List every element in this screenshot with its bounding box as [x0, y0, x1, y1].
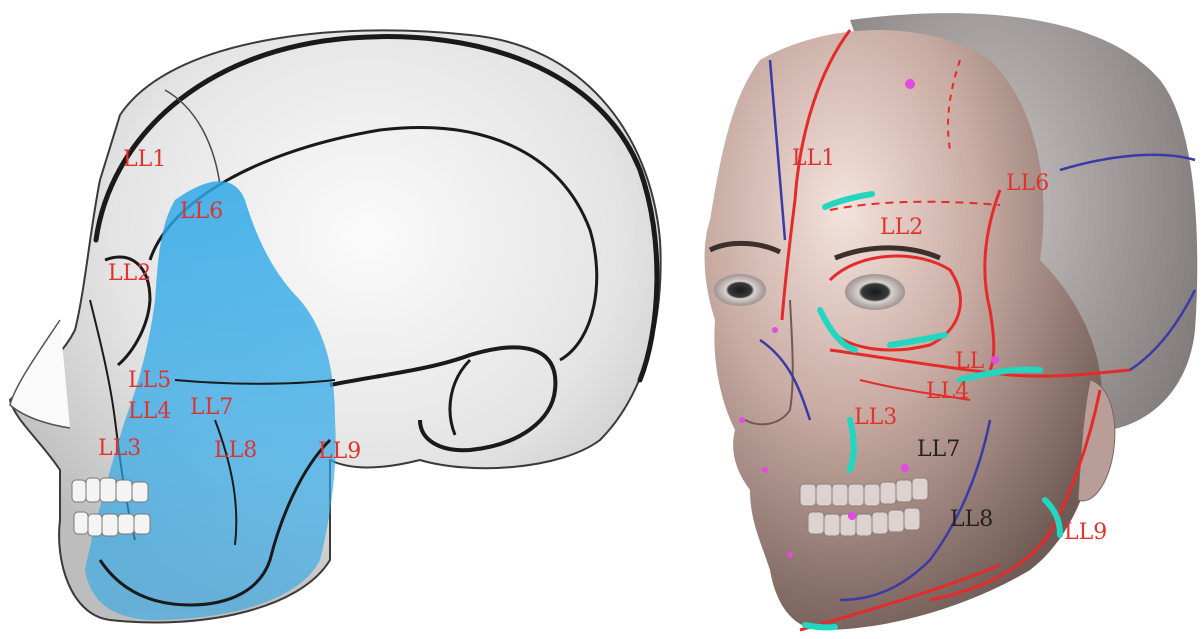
- left-label-ll4: LL4: [128, 399, 171, 424]
- left-label-ll2: LL2: [108, 261, 151, 286]
- right-label-ll9: LL9: [1064, 520, 1107, 545]
- right-label-ll1: LL1: [792, 146, 835, 171]
- right-label-ll4: LL4: [926, 379, 969, 404]
- right-eye-right: [845, 274, 905, 310]
- right-label-ll2: LL2: [880, 215, 923, 240]
- left-label-ll8: LL8: [214, 438, 257, 463]
- right-label-ll8: LL8: [950, 507, 993, 532]
- left-label-ll7: LL7: [190, 395, 233, 420]
- left-label-ll6: LL6: [180, 199, 223, 224]
- left-label-ll1: LL1: [123, 147, 166, 172]
- left-nose: [10, 320, 70, 428]
- left-label-ll9: LL9: [318, 439, 361, 464]
- left-skull-illustration: LL1 LL6 LL2 LL5 LL4 LL7 LL3 LL8 LL9: [10, 30, 661, 622]
- right-label-ll3: LL3: [854, 405, 897, 430]
- right-label-ll7: LL7: [917, 437, 960, 462]
- left-label-ll3: LL3: [98, 436, 141, 461]
- right-label-ll6: LL6: [1006, 171, 1049, 196]
- right-head-illustration: LL1 LL6 LL2 LL LL4 LL3 LL7 LL8 LL9: [705, 13, 1198, 630]
- right-eye-left: [714, 274, 766, 306]
- right-label-ll5: LL: [955, 349, 985, 374]
- left-label-ll5: LL5: [128, 368, 171, 393]
